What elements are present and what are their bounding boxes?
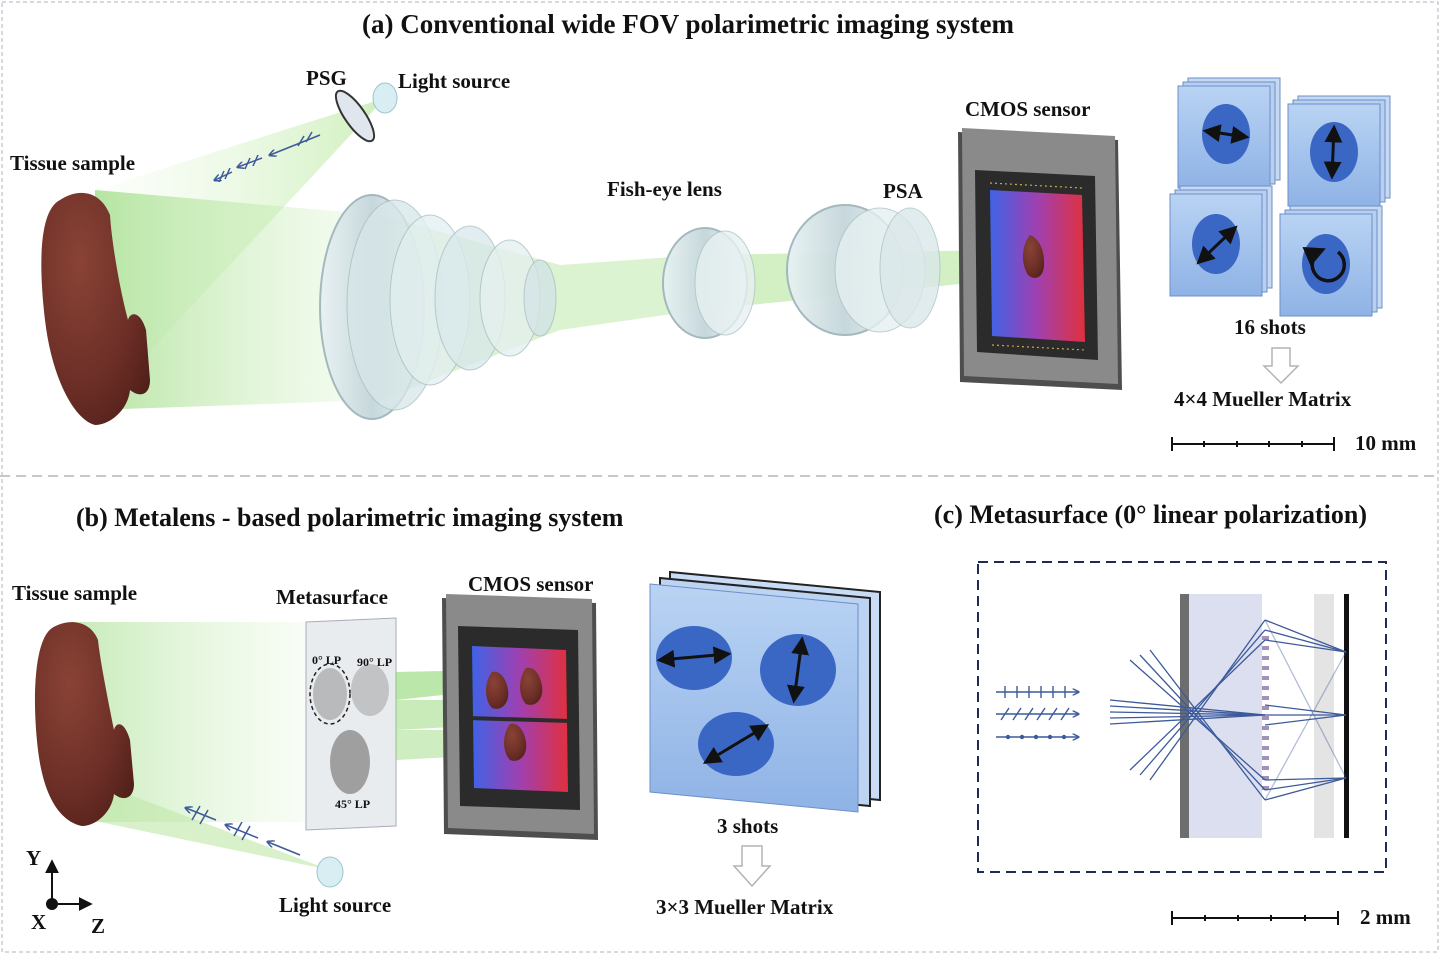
- plate-stack-horizontal: [1177, 77, 1281, 189]
- psg-element: [334, 89, 376, 143]
- polarization-arrows-a: [215, 131, 321, 183]
- axis-y-label: Y: [26, 846, 42, 870]
- panel-a-title: (a) Conventional wide FOV polarimetric i…: [362, 9, 1014, 39]
- light-source-label-b: Light source: [279, 893, 392, 917]
- psg-label: PSG: [306, 66, 347, 90]
- panel-b-title: (b) Metalens - based polarimetric imagin…: [76, 503, 624, 532]
- image-plane: [1344, 594, 1349, 838]
- axis-x-label: X: [31, 910, 47, 934]
- scale-bar-a: [1171, 437, 1335, 451]
- metasurface-label: Metasurface: [276, 585, 388, 609]
- incident-polarized-arrows: [996, 686, 1078, 737]
- panel-a-art: [41, 77, 1391, 451]
- lp90-label: 90° LP: [357, 655, 393, 669]
- cmos-sensor-label-b: CMOS sensor: [468, 572, 594, 596]
- plate-stack-vertical: [1287, 95, 1391, 207]
- down-arrow-b: [732, 845, 772, 888]
- panel-b-art: [34, 570, 881, 911]
- light-source-label-a: Light source: [398, 69, 511, 93]
- lp45-label: 45° LP: [335, 797, 371, 811]
- tissue-sample-a: [41, 192, 151, 425]
- axis-z-label: Z: [91, 914, 106, 938]
- panel-c-art: [977, 561, 1387, 925]
- panel-c-title: (c) Metasurface (0° linear polarization): [934, 500, 1368, 529]
- axis-triad: [45, 859, 93, 911]
- lp0-label: 0° LP: [312, 653, 342, 667]
- plate-stack-diagonal: [1169, 185, 1273, 297]
- polarization-arrows-b: [186, 805, 301, 856]
- psa-label: PSA: [883, 179, 923, 203]
- plate-stack-three: [649, 570, 881, 813]
- tissue-sample-label-b: Tissue sample: [12, 581, 138, 605]
- tissue-sample-b: [34, 622, 134, 826]
- circular-dots: [1005, 734, 1067, 740]
- shots-label-a: 16 shots: [1234, 315, 1306, 339]
- cmos-sensor-a: [958, 128, 1122, 390]
- light-source-b: [316, 856, 344, 888]
- panel-c-frame: [977, 561, 1387, 873]
- cmos-sensor-b: [442, 594, 598, 840]
- spacer: [1314, 594, 1334, 838]
- lens-group-front: [319, 194, 557, 420]
- cmos-sensor-label-a: CMOS sensor: [965, 97, 1091, 121]
- scale-bar-c: [1171, 911, 1339, 925]
- shots-label-b: 3 shots: [717, 814, 779, 838]
- imaging-beam: [95, 190, 380, 410]
- plate-stack-circular: [1279, 205, 1383, 317]
- ray-bundle: [1109, 619, 1347, 801]
- light-source-a: [372, 82, 398, 114]
- mueller-matrix-label-a: 4×4 Mueller Matrix: [1174, 387, 1352, 411]
- fish-eye-lens-label: Fish-eye lens: [607, 177, 722, 201]
- tissue-sample-label-a: Tissue sample: [10, 151, 136, 175]
- metasurface-pillars: [1262, 636, 1269, 790]
- down-arrow-a: [1262, 347, 1300, 385]
- scale-label-a: 10 mm: [1355, 431, 1417, 455]
- mueller-matrix-label-b: 3×3 Mueller Matrix: [656, 895, 834, 919]
- scale-label-c: 2 mm: [1360, 905, 1411, 929]
- metasurface-patterns: [309, 663, 389, 794]
